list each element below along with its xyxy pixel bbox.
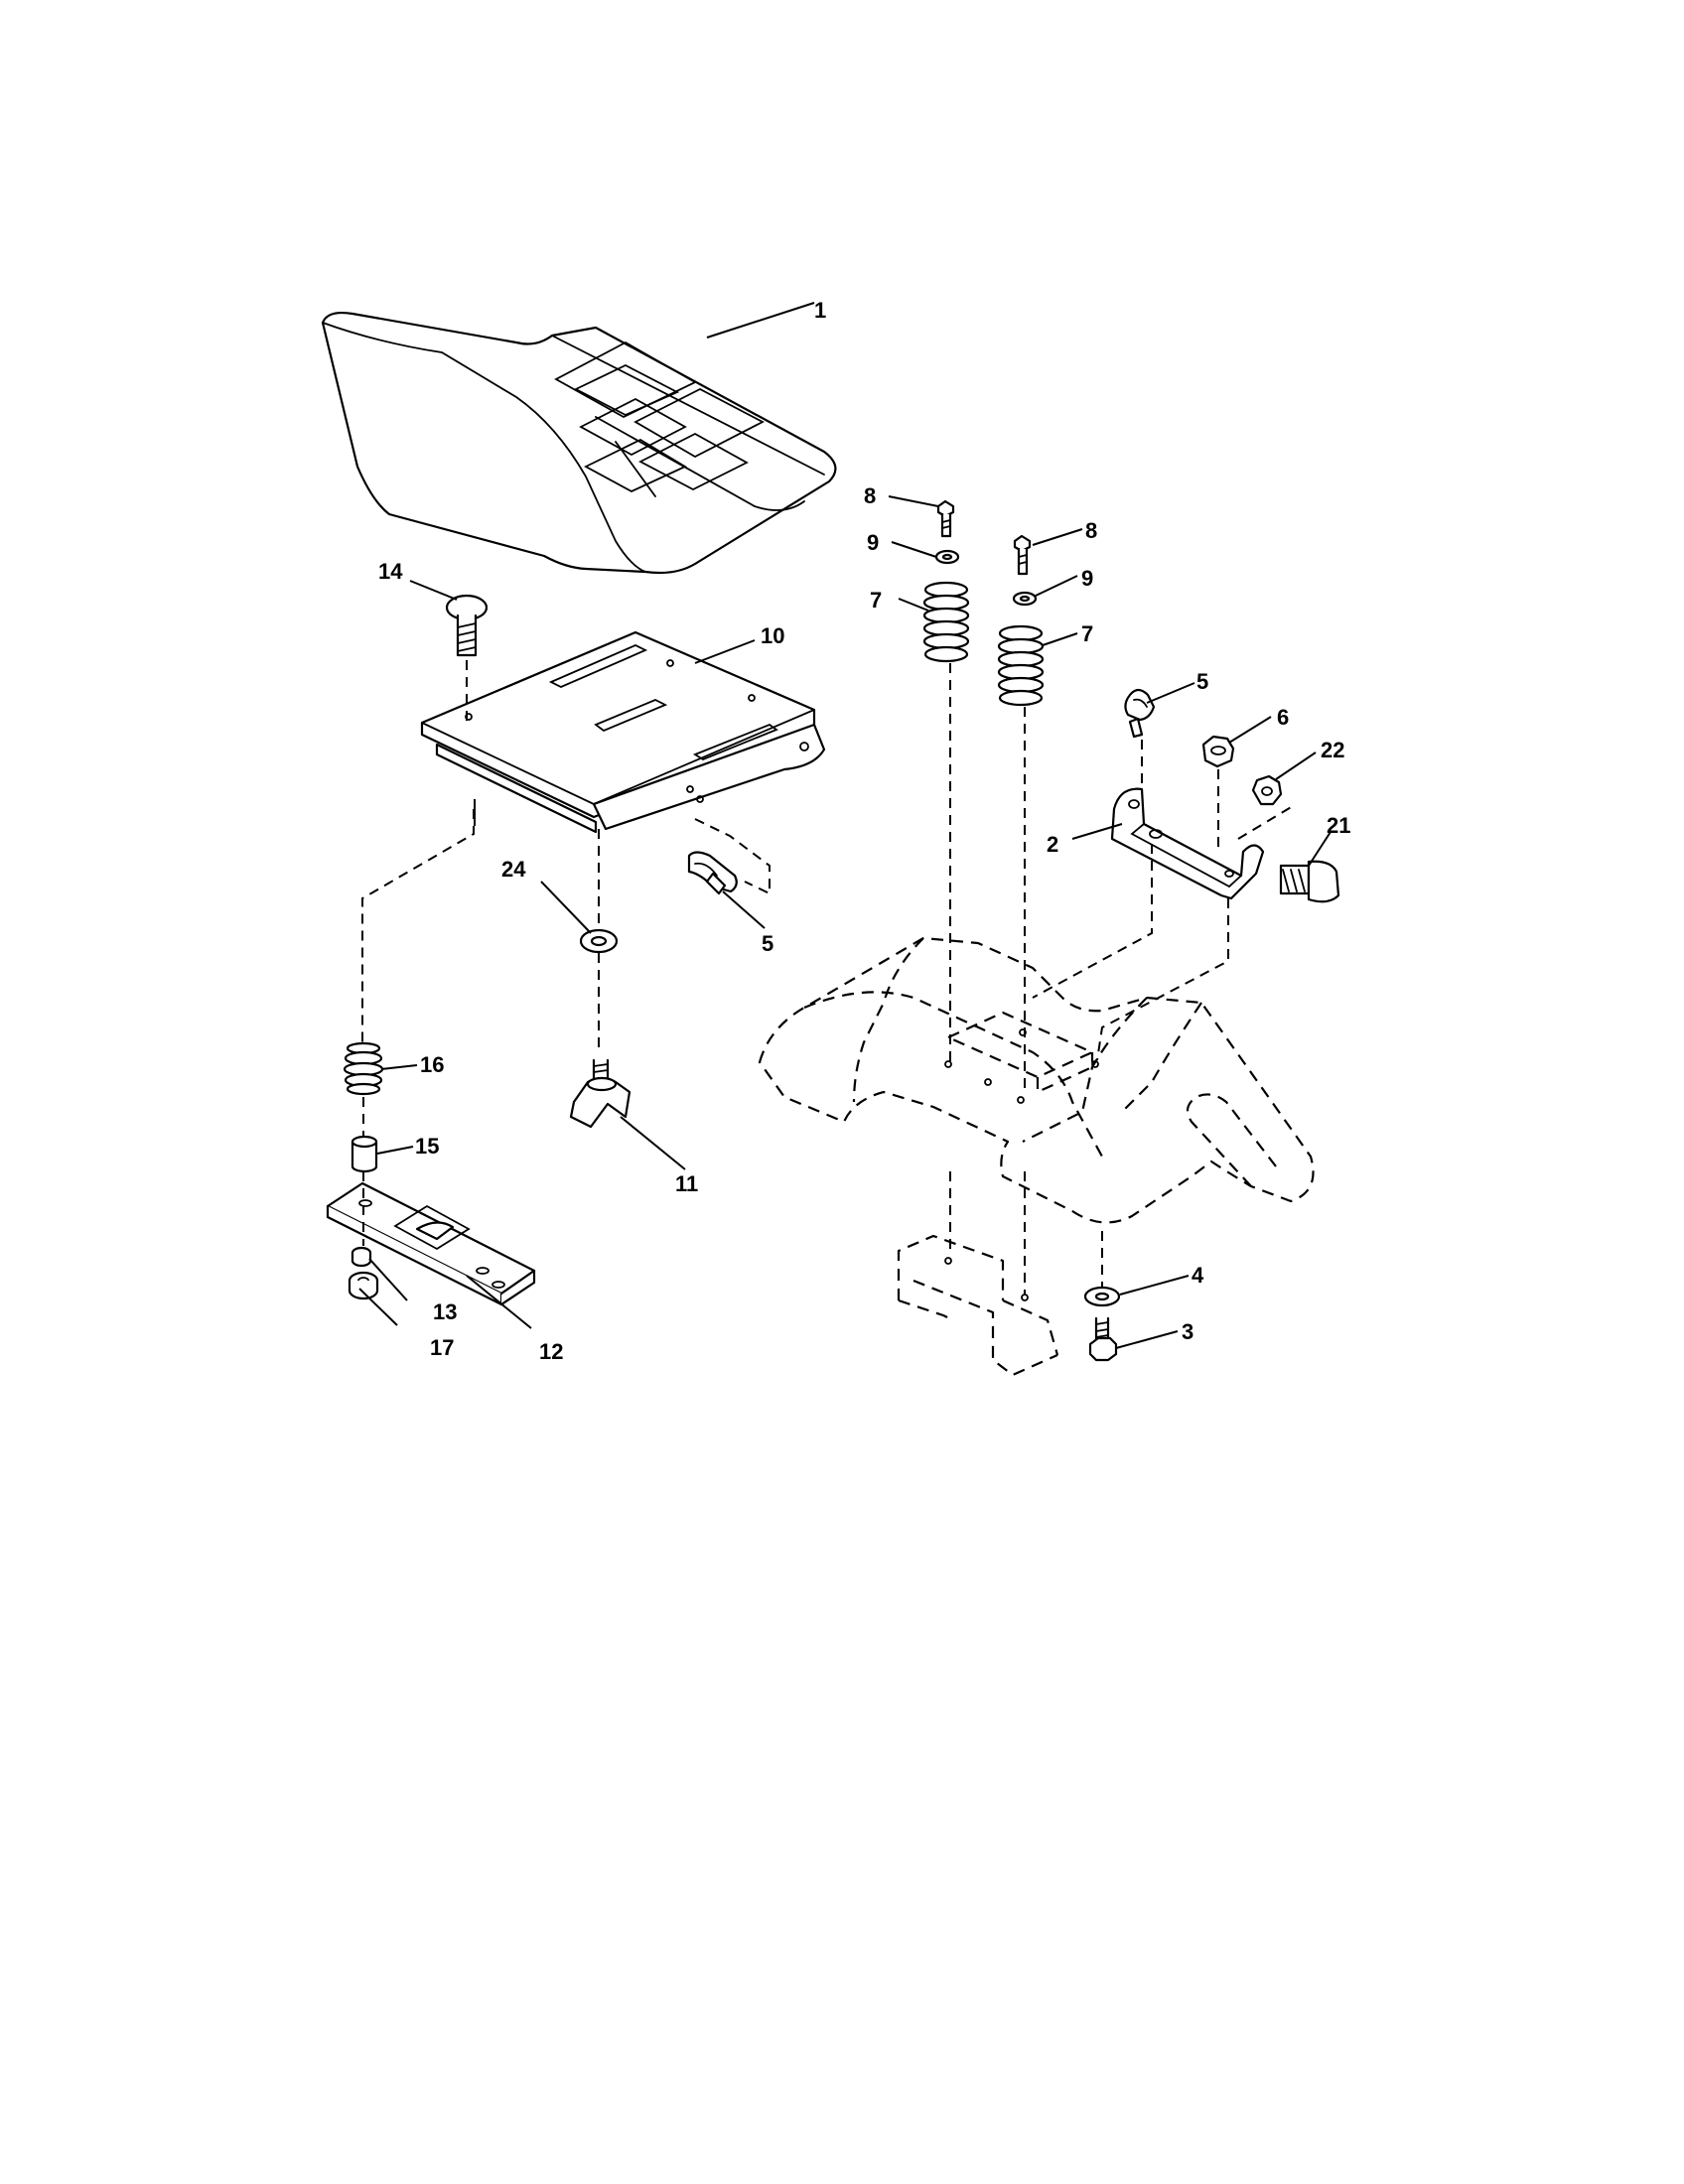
hex-bolt	[1088, 1316, 1118, 1362]
hex-lock-nut	[1201, 735, 1235, 768]
hex-nut	[1251, 774, 1283, 806]
callout-24: 24	[501, 857, 526, 882]
callout-2: 2	[1047, 832, 1058, 857]
seat-pivot-bracket	[1110, 787, 1265, 900]
callout-5-left: 5	[762, 931, 773, 956]
callout-11: 11	[675, 1171, 698, 1196]
lock-nut-and-washer	[348, 1246, 379, 1300]
spring-washer-right	[1012, 591, 1038, 607]
callout-13: 13	[433, 1299, 457, 1324]
adjustment-knob	[569, 1058, 632, 1129]
callout-8-right: 8	[1085, 518, 1097, 543]
callout-labels: 1 14 10 24 5 16 15 11 13 17 12 8 9 7 8 9…	[378, 298, 1350, 1364]
seat-switch-clip-left	[687, 851, 738, 895]
callout-16: 16	[420, 1052, 444, 1077]
assembly-center-lines	[361, 660, 1294, 1296]
callout-4: 4	[1192, 1263, 1204, 1288]
callout-9-right: 9	[1081, 566, 1093, 591]
callout-3: 3	[1182, 1319, 1193, 1344]
spacer	[351, 1135, 378, 1173]
seat-pan	[420, 630, 826, 834]
callout-15: 15	[415, 1134, 439, 1159]
seat-cushion	[321, 311, 837, 575]
callout-5-right: 5	[1196, 669, 1208, 694]
spring-washer-left	[934, 549, 960, 565]
callout-7-left: 7	[870, 588, 882, 613]
tractor-frame-bracket-phantom	[897, 1234, 1059, 1377]
callout-leader-lines	[358, 302, 1332, 1349]
shoulder-bolt	[1279, 860, 1340, 903]
compression-spring	[343, 1041, 384, 1096]
callout-9-left: 9	[867, 530, 879, 555]
callout-21: 21	[1327, 813, 1350, 838]
flat-washer	[579, 928, 619, 954]
spring-bolt-left	[936, 499, 955, 538]
callout-22: 22	[1321, 738, 1344, 762]
callout-7-right: 7	[1081, 621, 1093, 646]
callout-6: 6	[1277, 705, 1289, 730]
tractor-fender-phantom	[758, 936, 1315, 1224]
callout-14: 14	[378, 559, 403, 584]
callout-10: 10	[761, 623, 784, 648]
callout-17: 17	[430, 1335, 454, 1360]
carriage-bolt	[445, 594, 489, 657]
seat-mounting-plate	[326, 1181, 536, 1306]
callout-12: 12	[539, 1339, 563, 1364]
spring-bolt-right	[1013, 534, 1032, 576]
callout-1: 1	[814, 298, 826, 323]
fender-washer	[1083, 1286, 1121, 1307]
seat-switch-clip-right	[1124, 688, 1156, 739]
callout-8-left: 8	[864, 483, 876, 508]
seat-spring-right	[997, 624, 1045, 707]
seat-spring-left	[922, 581, 970, 663]
